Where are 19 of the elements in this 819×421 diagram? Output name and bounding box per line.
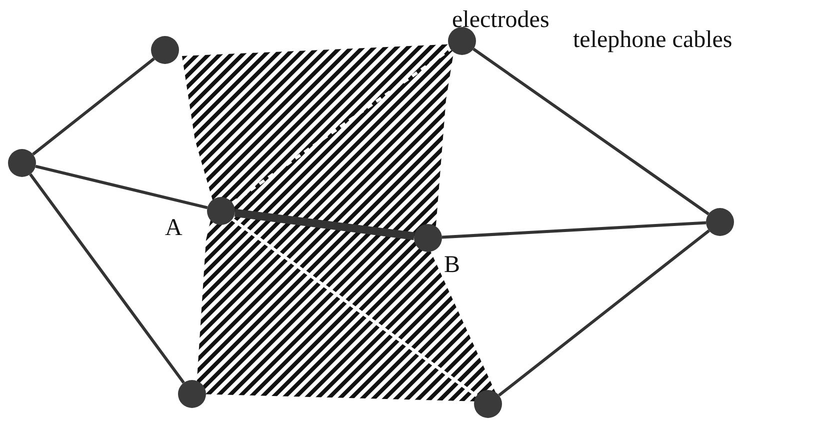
electrode-circle [474, 390, 502, 418]
annotation-label: electrodes [452, 6, 550, 34]
cable-line [35, 164, 208, 210]
electrode-circle [151, 36, 179, 64]
cable-line [231, 218, 478, 398]
electrode-circle [706, 208, 734, 236]
electrode-circle [8, 149, 36, 177]
thick-line [234, 208, 415, 240]
electrode-circle [448, 27, 476, 55]
point-letter: B [444, 252, 460, 278]
cable-line [498, 229, 710, 397]
dashed-line [232, 48, 452, 204]
cable-line [442, 221, 706, 239]
annotation-label: telephone cables [573, 26, 732, 54]
cable-line [32, 58, 155, 156]
electrode-circle [178, 380, 206, 408]
cable-line [472, 48, 710, 216]
point-letter: A [165, 215, 182, 241]
cable-line [29, 173, 185, 384]
